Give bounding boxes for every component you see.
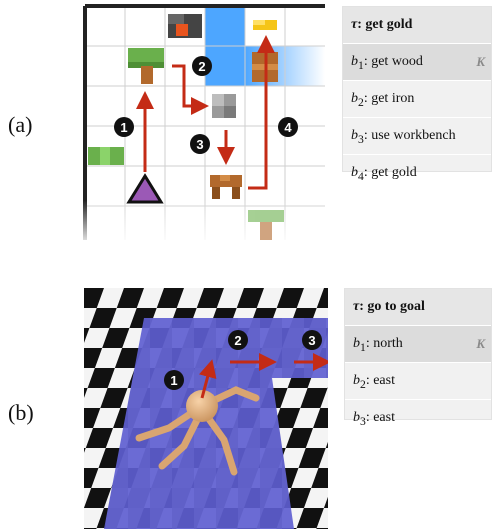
subtask-item: b2: get iron xyxy=(343,80,491,117)
step-badge-label: 4 xyxy=(284,120,292,135)
grass-icon xyxy=(88,147,124,165)
gridworld-figure: 1 2 3 4 xyxy=(80,4,342,248)
tree-icon xyxy=(128,48,164,84)
step-badge-label: 3 xyxy=(196,137,203,152)
step-badge-2: 2 xyxy=(228,330,248,350)
step-badge-label: 1 xyxy=(120,120,127,135)
subtask-item: b4: get gold xyxy=(343,154,491,191)
step-badge-1: 1 xyxy=(114,117,134,137)
path-arrows xyxy=(198,353,328,399)
path-arrows xyxy=(136,35,275,190)
step-badge-3: 3 xyxy=(190,134,210,154)
subtask-item: b2: east xyxy=(345,362,491,399)
step-badge-2: 2 xyxy=(192,56,212,76)
step-badge-4: 4 xyxy=(278,117,298,137)
panel-label-b: (b) xyxy=(8,400,34,425)
step-badge-label: 2 xyxy=(234,333,241,348)
workbench-icon xyxy=(210,175,242,199)
panel-label-a: (a) xyxy=(8,112,33,137)
subtask-item: b3: use workbench xyxy=(343,117,491,154)
subtask-item: b3: east xyxy=(345,399,491,436)
tree-icon xyxy=(248,210,284,240)
step-badge-label: 3 xyxy=(308,333,315,348)
step-badge-3: 3 xyxy=(302,330,322,350)
current-marker: K xyxy=(476,54,485,69)
furnace-icon xyxy=(168,14,202,38)
ant-body xyxy=(186,390,218,422)
agent-icon xyxy=(126,173,164,204)
gold-icon xyxy=(253,20,277,30)
current-marker: K xyxy=(476,336,485,351)
step-badge-1: 1 xyxy=(164,370,184,390)
step-badge-label: 2 xyxy=(198,59,205,74)
step-badge-label: 1 xyxy=(170,373,177,388)
task-header: τ: get gold xyxy=(343,7,491,43)
task-header: τ: go to goal xyxy=(345,289,491,325)
ant-maze-figure: 1 2 3 xyxy=(84,288,328,529)
iron-icon xyxy=(212,94,236,118)
